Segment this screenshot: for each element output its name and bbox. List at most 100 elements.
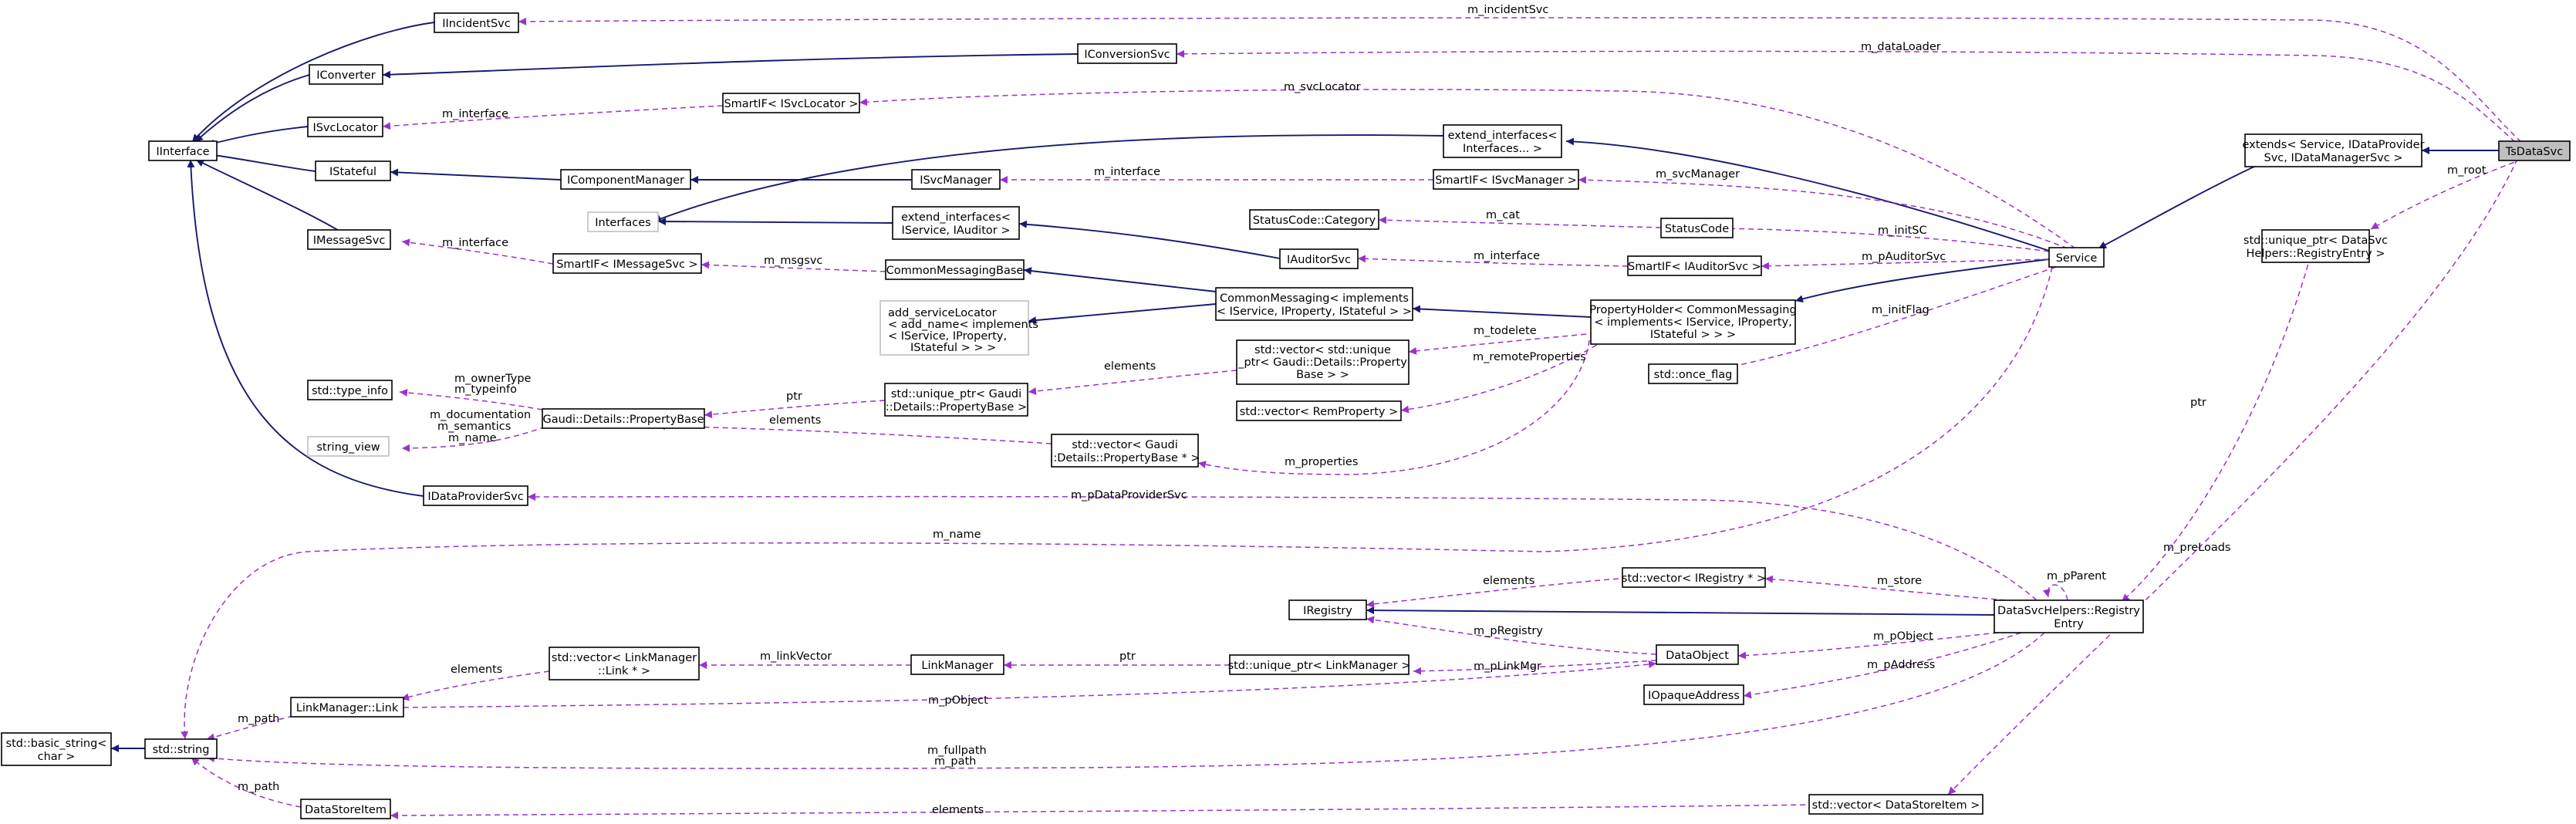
node-vector-unique-ptr-propertybase[interactable]: std::vector< std::unique_ptr< Gaudi::Det… xyxy=(1236,339,1410,385)
node-iconversionsvc[interactable]: IConversionSvc xyxy=(1077,43,1177,64)
node-tsdatasvc[interactable]: TsDataSvc xyxy=(2498,140,2571,161)
node-smartif-isvcmanager[interactable]: SmartIF< ISvcManager > xyxy=(1433,169,1579,190)
node-iconverter[interactable]: IConverter xyxy=(309,64,383,85)
node-box xyxy=(910,654,1004,675)
node-label: std::unique_ptr< LinkManager > xyxy=(1228,660,1411,672)
node-smartif-isvclocator[interactable]: SmartIF< ISvcLocator > xyxy=(722,93,860,113)
node-iopaqueaddress[interactable]: IOpaqueAddress xyxy=(1643,684,1744,705)
label-m-svclocator: m_svcLocator xyxy=(1284,81,1361,93)
edge-m-pauditorsvc xyxy=(1761,258,2050,270)
edge-m-msgsvc xyxy=(701,261,886,272)
node-box xyxy=(1229,654,1410,675)
edge-m-documentation xyxy=(401,426,546,452)
node-service[interactable]: Service xyxy=(2048,247,2105,268)
edge-m-plinkmgr xyxy=(1413,660,1657,675)
node-label: char > xyxy=(38,751,76,763)
node-extend-interfaces[interactable]: extend_interfaces<Interfaces... > xyxy=(1443,124,1562,158)
node-statuscode[interactable]: StatusCode xyxy=(1660,218,1734,238)
node-isvclocator[interactable]: ISvcLocator xyxy=(307,117,383,137)
node-isvcmanager[interactable]: ISvcManager xyxy=(911,169,1001,190)
label-m-store: m_store xyxy=(1877,575,1922,587)
node-icomponentmanager[interactable]: IComponentManager xyxy=(560,169,691,190)
node-linkmanager[interactable]: LinkManager xyxy=(910,654,1004,675)
node-propertybase[interactable]: Gaudi::Details::PropertyBase xyxy=(542,408,705,429)
node-label: ::Details::PropertyBase * > xyxy=(1049,452,1200,464)
node-label: DataStoreItem xyxy=(305,804,387,816)
node-label: extend_interfaces< xyxy=(901,211,1011,224)
node-unique-ptr-registryentry[interactable]: std::unique_ptr< DataSvcHelpers::Registr… xyxy=(2243,229,2388,263)
edge-m-incidentsvc xyxy=(518,17,2522,143)
node-label: IService, IAuditor > xyxy=(902,225,1011,237)
edge-m-paddress xyxy=(1743,632,2022,699)
node-vector-iregistry-ptr[interactable]: std::vector< IRegistry * > xyxy=(1622,567,1766,588)
node-box xyxy=(1443,124,1562,158)
edge-ptr-propbase xyxy=(704,400,886,419)
node-istateful[interactable]: IStateful xyxy=(315,160,391,181)
edge-m-path-store xyxy=(191,757,302,808)
edge-iconversionsvc-iconverter xyxy=(382,53,1079,79)
node-vector-remproperty[interactable]: std::vector< RemProperty > xyxy=(1236,400,1402,421)
node-label: std::basic_string< xyxy=(6,738,107,750)
label-m-interface-svcmanager: m_interface xyxy=(1094,166,1160,178)
node-iinterface[interactable]: IInterface xyxy=(148,140,218,161)
node-box xyxy=(148,140,218,161)
node-iincidentsvc[interactable]: IIncidentSvc xyxy=(434,12,519,33)
node-string-view[interactable]: string_view xyxy=(307,436,390,457)
label-m-initsc: m_initSC xyxy=(1878,225,1927,237)
node-box xyxy=(1627,255,1762,276)
node-box xyxy=(1051,434,1199,468)
node-statuscode-category[interactable]: StatusCode::Category xyxy=(1249,209,1379,230)
label-m-documentation-1: m_documentation xyxy=(430,409,531,421)
node-box xyxy=(542,408,705,429)
node-imessagesvc[interactable]: IMessageSvc xyxy=(307,229,391,250)
node-commonmessagingbase[interactable]: CommonMessagingBase xyxy=(885,259,1025,280)
node-type-info[interactable]: std::type_info xyxy=(307,380,393,400)
label-m-initflag: m_initFlag xyxy=(1872,304,1929,316)
node-idataprovidersvc[interactable]: IDataProviderSvc xyxy=(423,485,528,506)
node-label: ISvcManager xyxy=(920,174,992,187)
label-m-root: m_root xyxy=(2447,164,2487,177)
edge-m-pregistry xyxy=(1366,616,1657,655)
node-iregistry[interactable]: IRegistry xyxy=(1288,599,1367,620)
node-interfaces[interactable]: Interfaces xyxy=(587,211,659,232)
node-unique-ptr-propertybase[interactable]: std::unique_ptr< Gaudi::Details::Propert… xyxy=(884,383,1028,417)
edge-m-root xyxy=(2370,158,2524,230)
edge-idataprovidersvc-iinterface xyxy=(187,159,424,497)
node-add-servicelocator[interactable]: add_serviceLocator< add_name< implements… xyxy=(879,300,1038,356)
node-vector-propertybase-ptr[interactable]: std::vector< Gaudi::Details::PropertyBas… xyxy=(1049,434,1200,468)
node-label: IStateful > > > xyxy=(1650,329,1736,341)
node-extend-interfaces-iauditor[interactable]: extend_interfaces<IService, IAuditor > xyxy=(892,206,1020,240)
node-label: < add_name< implements xyxy=(888,319,1038,331)
node-vector-link-ptr[interactable]: std::vector< LinkManager::Link * > xyxy=(549,647,700,680)
node-box xyxy=(549,647,700,680)
node-basic-string[interactable]: std::basic_string<char > xyxy=(1,732,112,766)
label-m-paddress: m_pAddress xyxy=(1867,659,1935,671)
node-commonmessaging[interactable]: CommonMessaging< implements< IService, I… xyxy=(1215,287,1413,321)
label-elements-links: elements xyxy=(451,664,502,676)
label-m-msgsvc: m_msgsvc xyxy=(764,255,822,267)
node-extends-service[interactable]: extends< Service, IDataProviderSvc, IDat… xyxy=(2243,133,2425,167)
edge-m-todelete xyxy=(1408,332,1605,355)
node-label: CommonMessaging< implements xyxy=(1220,292,1409,305)
node-smartif-imessagesvc[interactable]: SmartIF< IMessageSvc > xyxy=(552,253,702,274)
node-smartif-iauditorsvc[interactable]: SmartIF< IAuditorSvc > xyxy=(1627,255,1762,276)
node-once-flag[interactable]: std::once_flag xyxy=(1648,363,1738,384)
node-datastoreitem[interactable]: DataStoreItem xyxy=(300,799,391,819)
node-unique-ptr-linkmanager[interactable]: std::unique_ptr< LinkManager > xyxy=(1228,654,1411,675)
node-iauditorsvc[interactable]: IAuditorSvc xyxy=(1279,248,1359,269)
node-label: IInterface xyxy=(156,146,209,158)
node-box xyxy=(1590,299,1796,345)
edge-elements-storeitems xyxy=(390,804,1815,819)
node-std-string[interactable]: std::string xyxy=(144,738,218,759)
node-propertyholder[interactable]: PropertyHolder< CommonMessaging< impleme… xyxy=(1589,299,1797,345)
node-label: Gaudi::Details::PropertyBase xyxy=(542,414,704,426)
node-dataobject[interactable]: DataObject xyxy=(1656,644,1739,665)
node-box xyxy=(1279,248,1359,269)
node-registryentry[interactable]: DataSvcHelpers::RegistryEntry xyxy=(1994,599,2144,633)
node-linkmanager-link[interactable]: LinkManager::Link xyxy=(290,697,404,718)
label-m-linkvector: m_linkVector xyxy=(760,650,832,663)
label-m-ownertype-1: m_ownerType xyxy=(454,373,532,385)
node-vector-datastoreitem[interactable]: std::vector< DataStoreItem > xyxy=(1808,794,1983,815)
node-box xyxy=(1660,218,1734,238)
